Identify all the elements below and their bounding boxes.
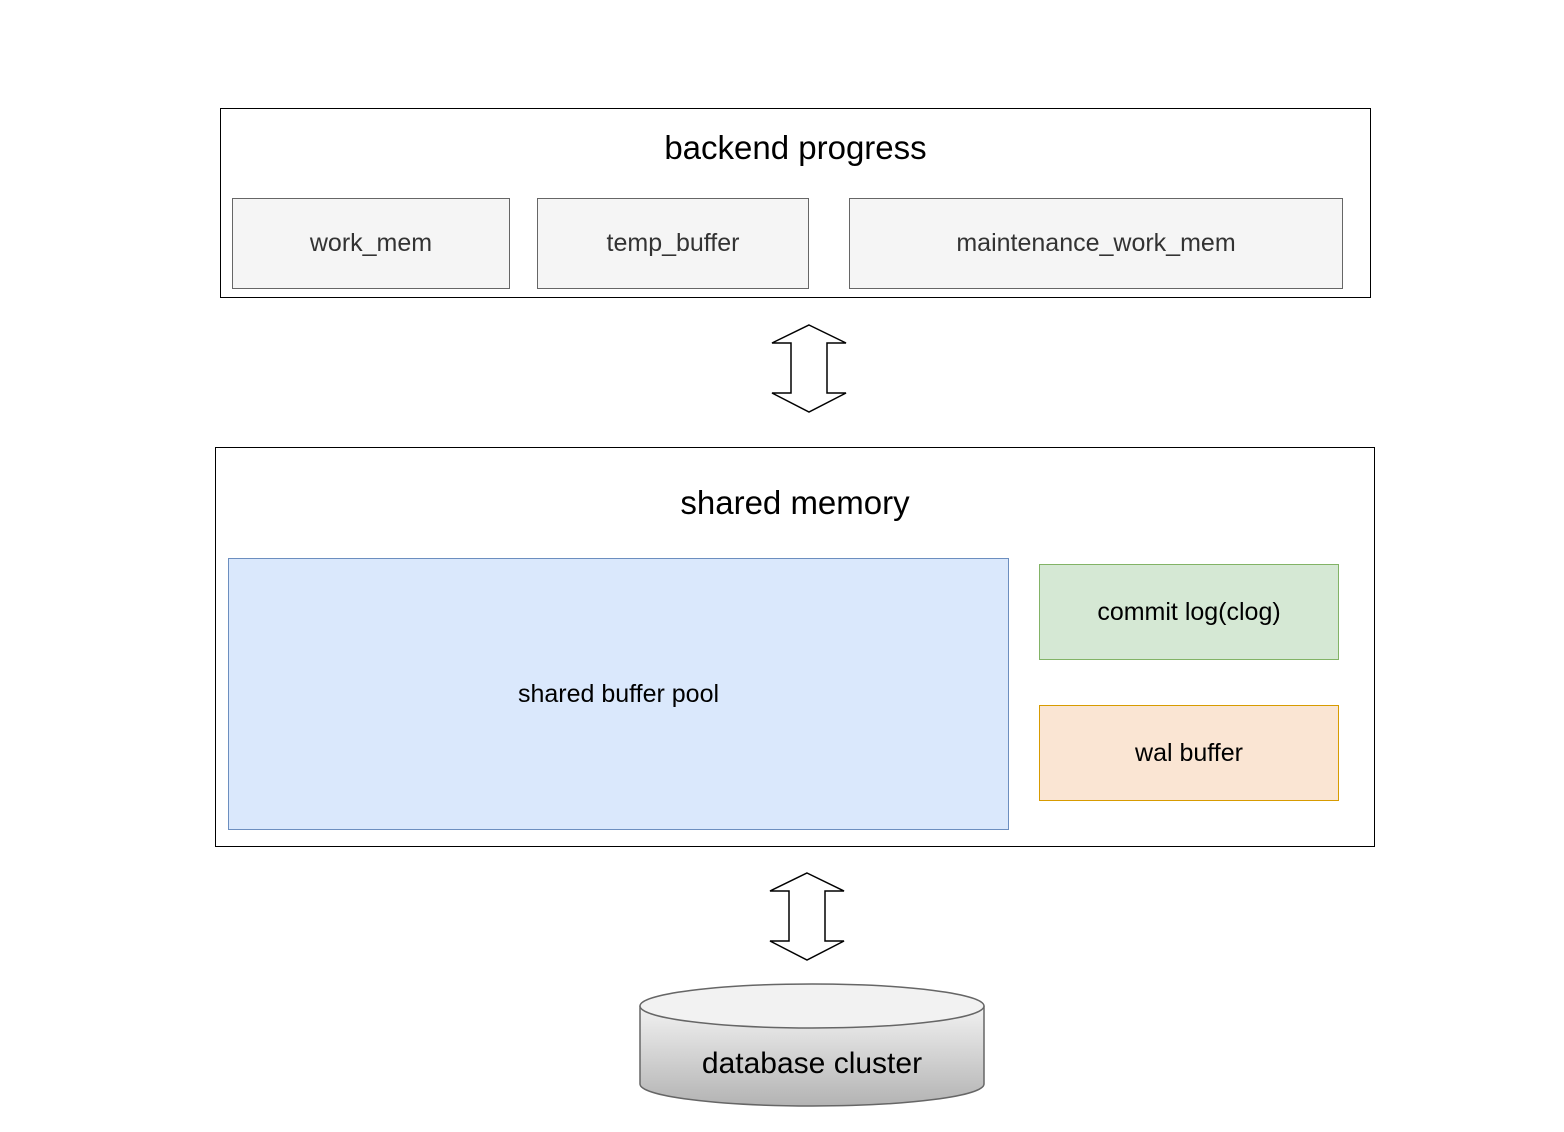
wal-buffer-box: wal buffer: [1039, 705, 1339, 801]
shared-memory-title: shared memory: [680, 484, 910, 521]
commit-log-box: commit log(clog): [1039, 564, 1339, 660]
database-cluster-label: database cluster: [701, 1047, 923, 1080]
shared-storage-arrow: [769, 872, 845, 961]
shared-buffer-pool-box: shared buffer pool: [228, 558, 1009, 830]
temp-buffer-box: temp_buffer: [537, 198, 809, 289]
maintenance-work-mem-box: maintenance_work_mem: [849, 198, 1343, 289]
backend-progress-title: backend progress: [664, 129, 927, 166]
work-mem-box: work_mem: [232, 198, 510, 289]
backend-shared-arrow: [771, 324, 847, 413]
database-cylinder-icon: [639, 983, 985, 1107]
